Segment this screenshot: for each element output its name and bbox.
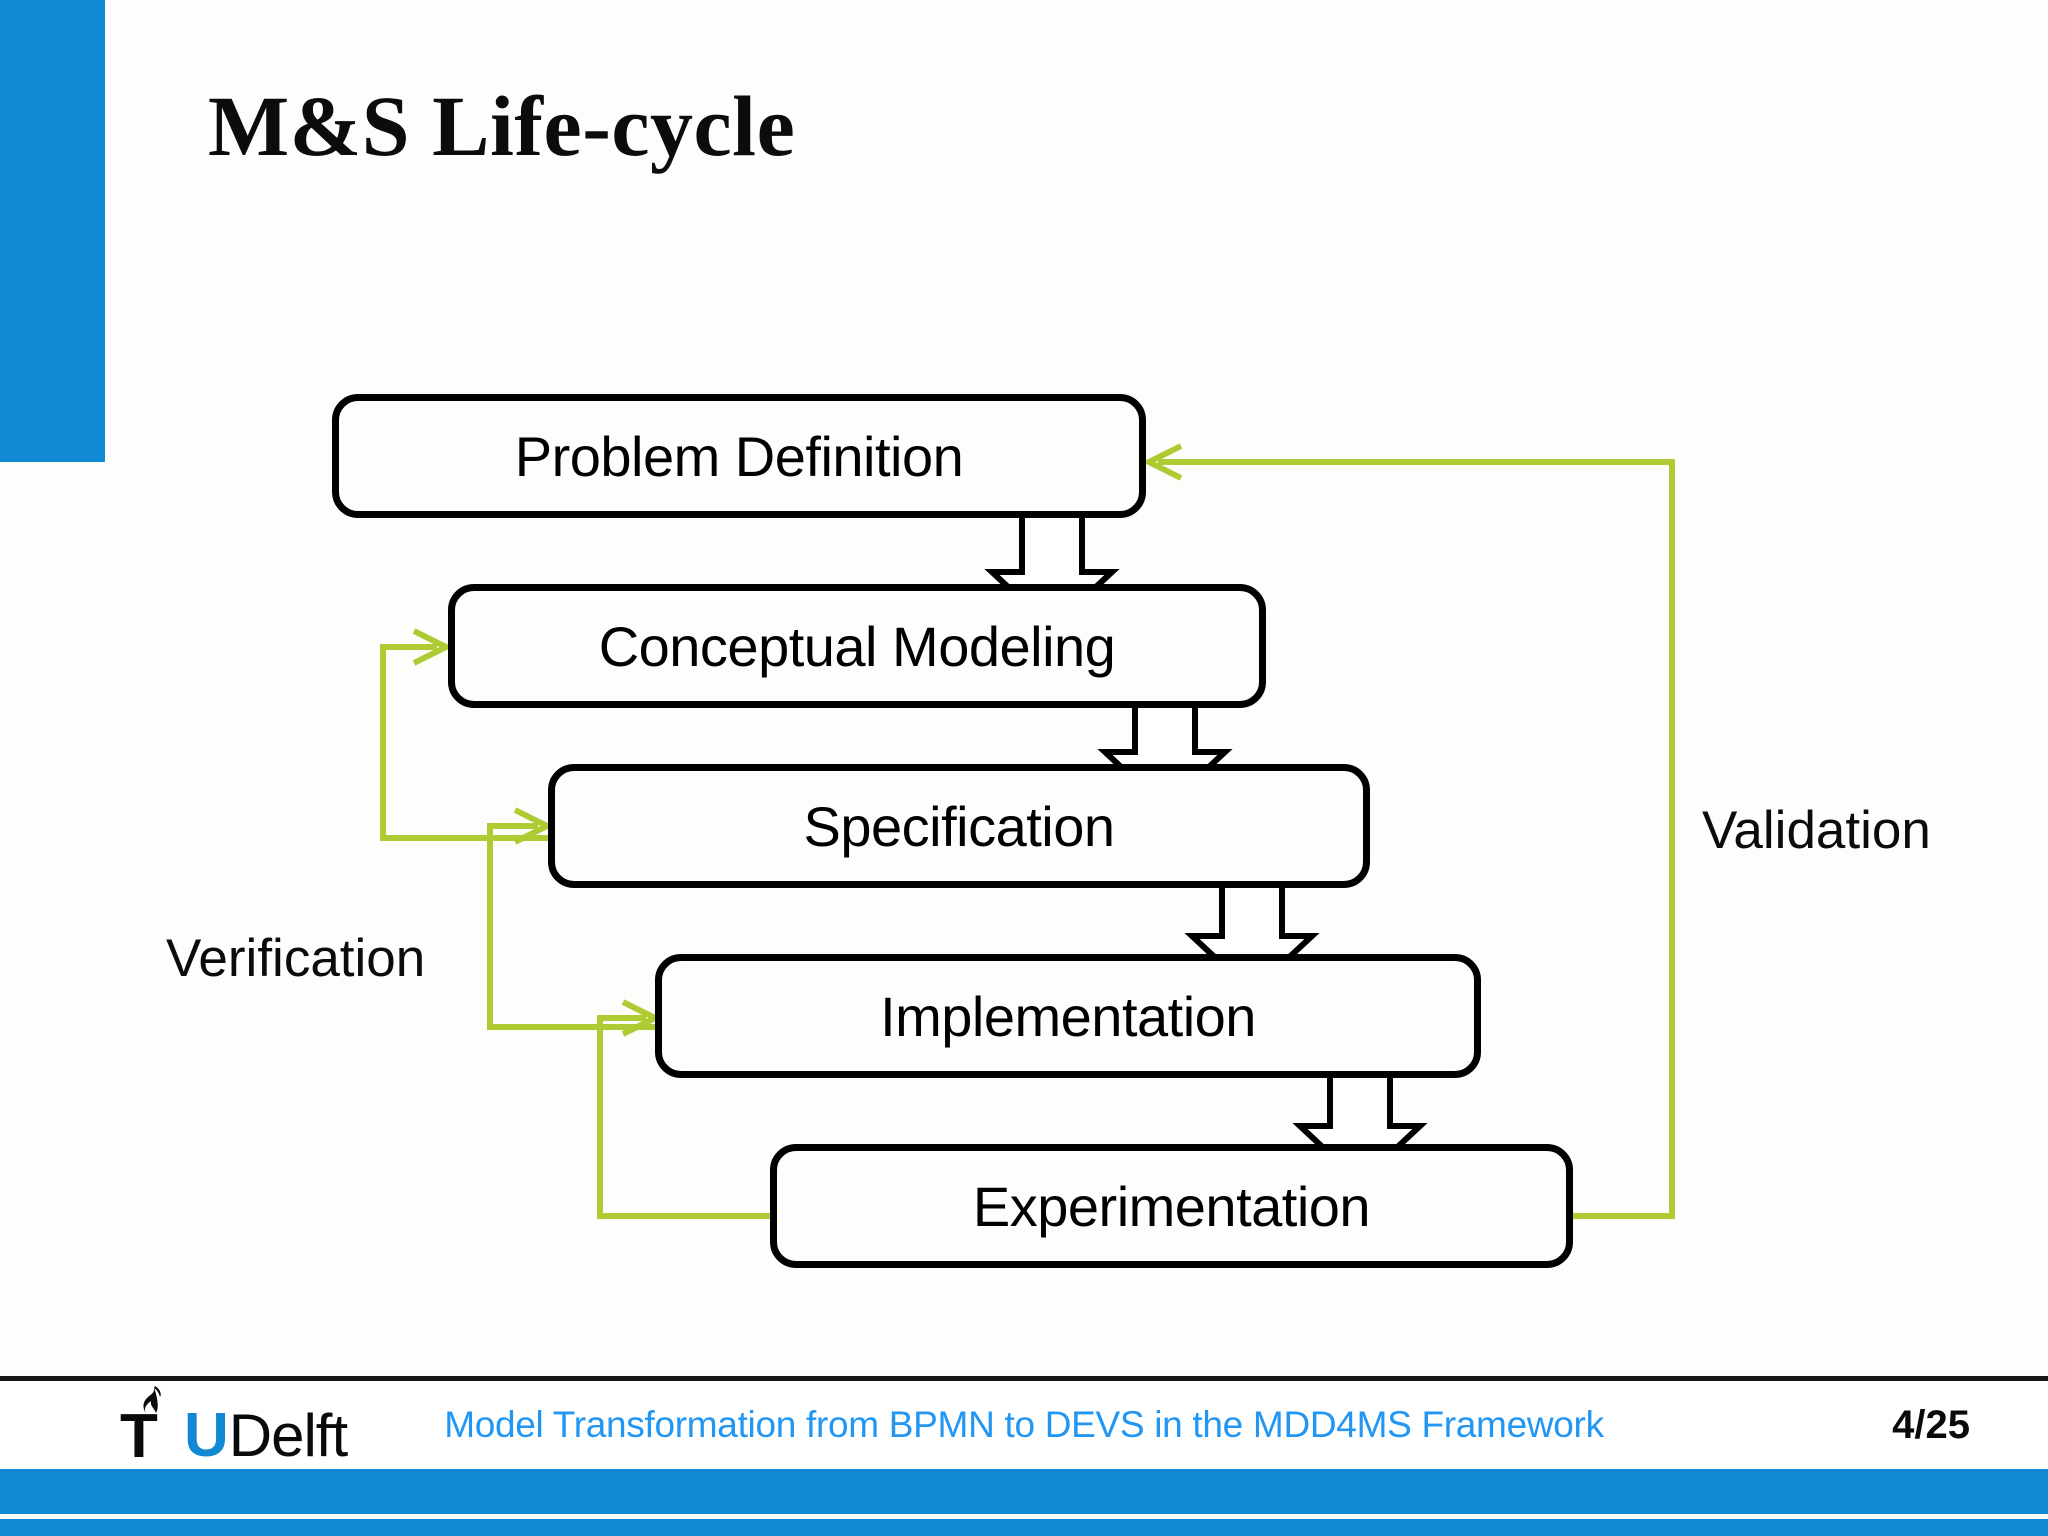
ms-lifecycle-diagram: Problem Definition Conceptual Modeling S… <box>166 394 1931 1268</box>
tudelft-letter-u: U <box>184 1401 229 1470</box>
verification-label: Verification <box>166 929 426 988</box>
accent-bar <box>0 0 105 462</box>
stage-label-problem-definition: Problem Definition <box>514 424 964 488</box>
page-title: M&S Life-cycle <box>208 78 796 174</box>
flame-icon <box>143 1386 161 1413</box>
page-number: 4/25 <box>1892 1403 1970 1447</box>
validation-label: Validation <box>1702 801 1931 860</box>
footer-divider <box>0 1376 2048 1381</box>
stage-box-experimentation[interactable]: Experimentation <box>770 1144 1573 1268</box>
stage-label-implementation: Implementation <box>880 984 1256 1048</box>
stage-box-problem-definition[interactable]: Problem Definition <box>332 394 1146 518</box>
validation-arrow-experimentation-to-problem <box>1142 443 1675 1219</box>
stage-label-conceptual-modeling: Conceptual Modeling <box>598 614 1116 678</box>
slide-footer: T U Delft Model Transformation from BPMN… <box>0 1376 2048 1536</box>
footer-band-gap <box>0 1514 2048 1519</box>
verification-arrow-implementation-to-specification <box>487 807 655 1030</box>
stage-box-implementation[interactable]: Implementation <box>655 954 1481 1078</box>
footer-blue-band-bottom <box>0 1519 2048 1536</box>
stage-label-specification: Specification <box>803 794 1115 858</box>
footer-blue-band <box>0 1469 2048 1514</box>
tudelft-logo: T U Delft <box>120 1382 348 1470</box>
tudelft-t-mark: T <box>120 1384 190 1468</box>
tudelft-letter-t: T <box>120 1402 158 1471</box>
verification-arrow-specification-to-conceptual <box>380 628 548 841</box>
tudelft-wordmark-delft: Delft <box>228 1402 348 1469</box>
footer-white-band <box>0 1381 2048 1469</box>
stage-box-specification[interactable]: Specification <box>548 764 1370 888</box>
stage-box-conceptual-modeling[interactable]: Conceptual Modeling <box>448 584 1266 708</box>
stage-label-experimentation: Experimentation <box>972 1174 1371 1238</box>
footer-caption: Model Transformation from BPMN to DEVS i… <box>444 1404 1604 1445</box>
